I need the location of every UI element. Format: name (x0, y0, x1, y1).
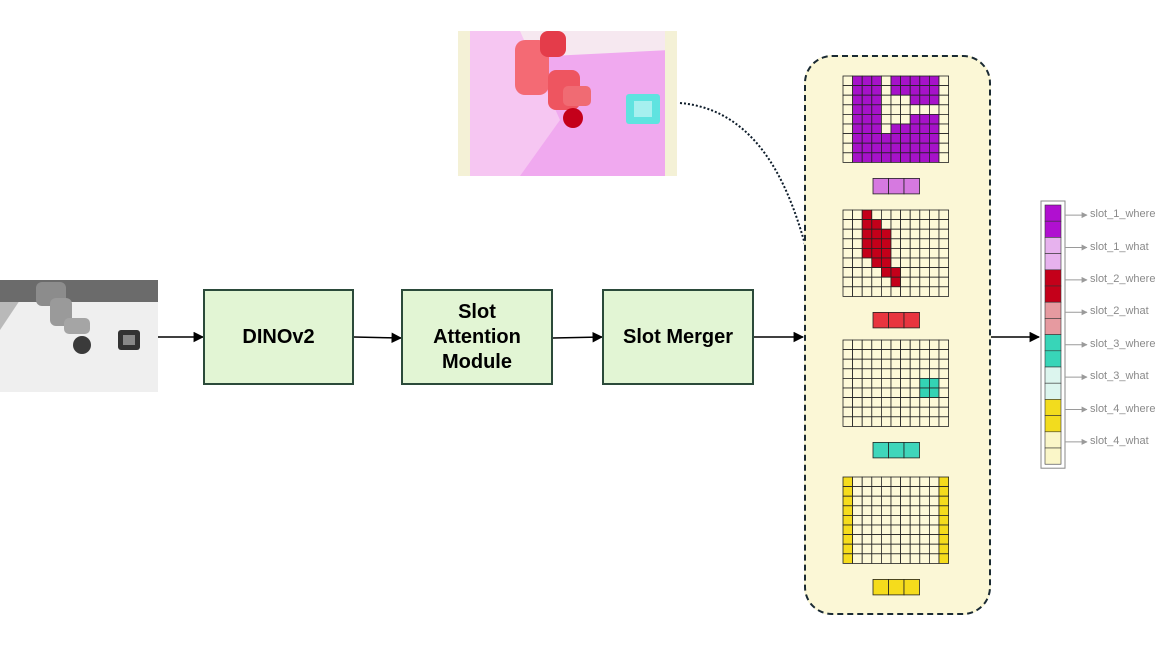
vector-cell (1044, 301, 1062, 319)
slot-mask-grid (842, 209, 950, 297)
mask-cell (938, 152, 950, 163)
mask-cell (938, 416, 950, 427)
vector-segment-label: slot_1_where (1090, 208, 1156, 221)
vector-cell (1044, 269, 1062, 287)
slot-attention-label: Slot Attention Module (433, 300, 521, 373)
dinov2-block: DINOv2 (203, 289, 354, 385)
vector-segment-label: slot_2_where (1090, 272, 1156, 285)
attention-overlay-image (458, 31, 677, 176)
vector-cell (1044, 220, 1062, 238)
vector-cell (1044, 447, 1062, 465)
slot-merger-block: Slot Merger (602, 289, 754, 385)
slot-mask-grid (842, 339, 950, 427)
vector-cell (1044, 431, 1062, 449)
what-vector-cell (903, 177, 920, 195)
vector-cell (1044, 253, 1062, 271)
dinov2-label: DINOv2 (242, 325, 315, 348)
vector-cell (1044, 382, 1062, 400)
vector-segment-label: slot_3_what (1090, 370, 1149, 383)
arrow-dinov2-to-slot-attention (353, 332, 403, 344)
vector-cell (1044, 204, 1062, 222)
slot-mask-grid (842, 476, 950, 564)
slot-merger-label: Slot Merger (622, 325, 734, 348)
what-vector-cell (903, 311, 920, 329)
arrow-slot-attention-to-merger (552, 331, 604, 343)
slot-mask-grid (842, 75, 950, 163)
vector-segment-label: slot_3_where (1090, 337, 1156, 350)
vector-cell (1044, 350, 1062, 368)
vector-cell (1044, 285, 1062, 303)
vector-segment-label: slot_2_what (1090, 305, 1149, 318)
what-vector-cell (903, 441, 920, 459)
dotted-connector (679, 102, 807, 249)
vector-segment-label: slot_4_what (1090, 434, 1149, 447)
vector-cell (1044, 334, 1062, 352)
vector-cell (1044, 366, 1062, 384)
what-vector-cell (903, 579, 920, 596)
mask-cell (938, 286, 950, 297)
slot-attention-block: Slot Attention Module (401, 289, 553, 385)
mask-cell (938, 553, 950, 564)
vector-segment-label: slot_1_what (1090, 240, 1149, 253)
vector-cell (1044, 415, 1062, 433)
vector-cell (1044, 237, 1062, 254)
vector-cell (1044, 399, 1062, 416)
vector-segment-label: slot_4_where (1090, 402, 1156, 415)
input-image (0, 280, 158, 392)
vector-cell (1044, 318, 1062, 335)
